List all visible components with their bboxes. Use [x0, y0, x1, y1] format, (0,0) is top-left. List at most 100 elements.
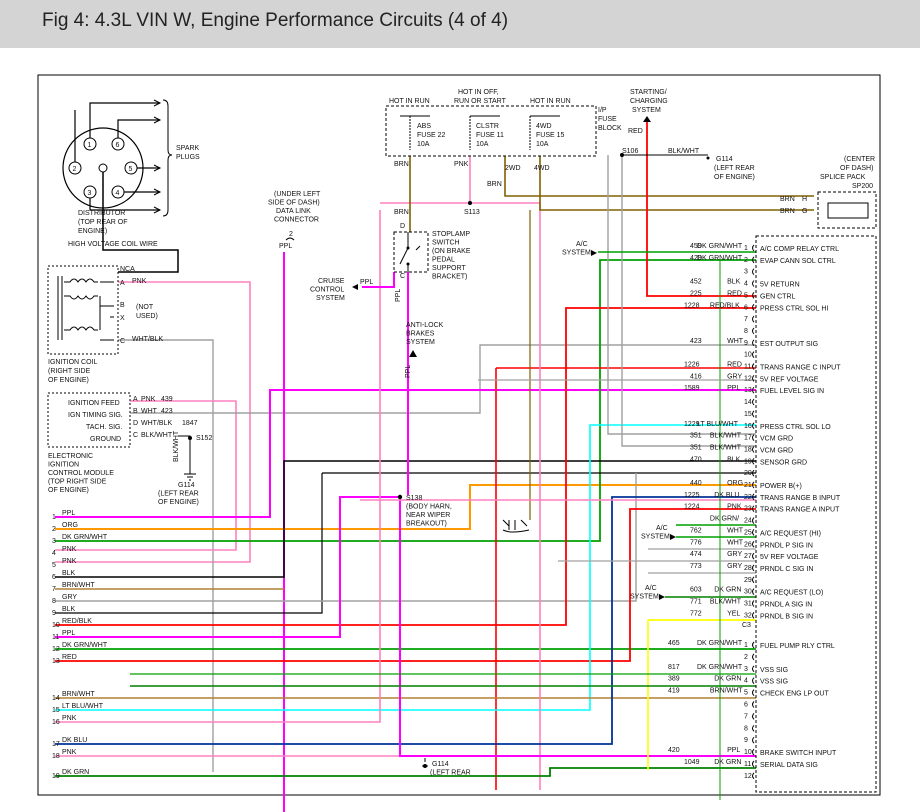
- pcm-c2-color: GRY: [727, 551, 742, 558]
- pcm-c3-circuit: 817: [668, 664, 680, 671]
- left-wire-number: 10: [52, 622, 60, 629]
- g114-bottom-label: G114(LEFT REAR: [430, 761, 471, 777]
- left-wire-number: 12: [52, 646, 60, 653]
- pcm-c3-function: VSS SIG: [760, 667, 788, 674]
- s113-label: S113: [464, 209, 480, 216]
- left-wire-label: PNK: [62, 749, 77, 756]
- pcm-pin-bracket: [752, 540, 755, 548]
- left-wire-label: DK GRN/WHT: [62, 534, 108, 541]
- pcm-pin-bracket: [752, 611, 755, 619]
- pcm-pin-bracket: [752, 268, 755, 276]
- pcm-c2-pin: 3: [744, 269, 748, 276]
- cyl-label: 6: [116, 142, 120, 149]
- left-wire-label: LT BLU/WHT: [62, 703, 104, 710]
- pcm-pin-bracket: [752, 748, 755, 756]
- nca-label: NCA: [120, 266, 135, 273]
- icm-row-name: GROUND: [90, 436, 121, 443]
- wire: [504, 156, 814, 197]
- pcm-c2-pin: 30: [744, 589, 752, 596]
- pcm-c2-function: FUEL LEVEL SIG IN: [760, 388, 824, 395]
- pcm-pin-bracket: [752, 339, 755, 347]
- pcm-pin-bracket: [752, 529, 755, 536]
- pcm-c3-color: DK GRN: [714, 759, 741, 766]
- hot-in-off-label: HOT IN OFF,RUN OR START: [454, 89, 507, 105]
- pcm-c3-pin: 10: [744, 749, 752, 756]
- left-wire-label: RED: [62, 654, 77, 661]
- fuse-4wd-label: 4WD: [534, 165, 550, 172]
- wire: [55, 496, 756, 745]
- stoplamp-pin-c: C: [400, 273, 405, 280]
- left-wire-label: PNK: [62, 558, 77, 565]
- pcm-c2-color: PPL: [727, 385, 740, 392]
- coil-pin-a: A: [120, 280, 125, 287]
- pcm-c2-color: DK GRN: [714, 587, 741, 594]
- pcm-c2-color: DK GRN/: [710, 516, 739, 523]
- pcm-c2-circuit: 423: [690, 338, 702, 345]
- pcm-c3-circuit: 419: [668, 688, 680, 695]
- pcm-pin-bracket: [752, 422, 755, 430]
- pcm-pin-bracket: [752, 434, 755, 441]
- pcm-c2-color: DK BLU: [714, 492, 739, 499]
- left-wire-number: 4: [52, 550, 56, 557]
- pcm-pin-bracket: [752, 641, 755, 649]
- pcm-pin-bracket: [752, 398, 755, 406]
- wire: [55, 508, 756, 662]
- pcm-c2-function: 5V RETURN: [760, 282, 800, 289]
- left-wire-number: 16: [52, 719, 60, 726]
- wire: [55, 472, 756, 614]
- pcm-c2-pin: 25: [744, 529, 752, 536]
- coil-pin-x: X: [120, 315, 125, 322]
- pcm-c2-pin: 26: [744, 541, 752, 548]
- pcm-c3-function: CHECK ENG LP OUT: [760, 691, 829, 698]
- left-wire-label: DK BLU: [62, 737, 87, 744]
- pcm-c2-pin: 21: [744, 482, 752, 489]
- pcm-c2-function: PRNDL B SIG IN: [760, 613, 813, 620]
- pcm-c2-circuit: 773: [690, 563, 702, 570]
- pcm-c2-color: ORG: [727, 480, 743, 487]
- icm-pin: B: [133, 408, 138, 415]
- pcm-c3-color: DK GRN/WHT: [697, 664, 743, 671]
- pcm-pin-bracket: [752, 713, 755, 720]
- pcm-c2-pin: 27: [744, 553, 752, 560]
- icm-box: [47, 392, 131, 448]
- pcm-c2-function: PRESS CTRL SOL LO: [760, 424, 831, 431]
- pcm-c2-circuit: 474: [690, 551, 702, 558]
- starting-red-label: RED: [628, 128, 643, 135]
- dlc-ppl: PPL: [279, 243, 292, 250]
- pcm-c2-circuit: 1225: [684, 492, 700, 499]
- left-wire-label: PNK: [62, 715, 77, 722]
- pcm-pin-bracket: [752, 457, 755, 465]
- pcm-c2-color: RED/BLK: [710, 302, 740, 309]
- fuse-brn-label: BRN: [394, 161, 409, 168]
- left-wire-label: RED/BLK: [62, 618, 92, 625]
- pcm-box: [755, 235, 877, 793]
- pcm-c2-circuit: 603: [690, 587, 702, 594]
- sp-brn-g: BRN: [780, 208, 795, 215]
- left-wire-label: BRN/WHT: [62, 582, 95, 589]
- pcm-c3-circuit: 420: [668, 747, 680, 754]
- sp-brn-h: BRN: [780, 196, 795, 203]
- pcm-c2-color: GRY: [727, 563, 742, 570]
- pcm-pin-bracket: [752, 469, 755, 477]
- pcm-c2-circuit: 1226: [684, 362, 700, 369]
- pcm-c2-function: TRANS RANGE B INPUT: [760, 495, 841, 502]
- cyl-label: 5: [129, 166, 133, 173]
- pcm-c3-circuit: 465: [668, 640, 680, 647]
- pcm-pin-bracket: [752, 374, 755, 382]
